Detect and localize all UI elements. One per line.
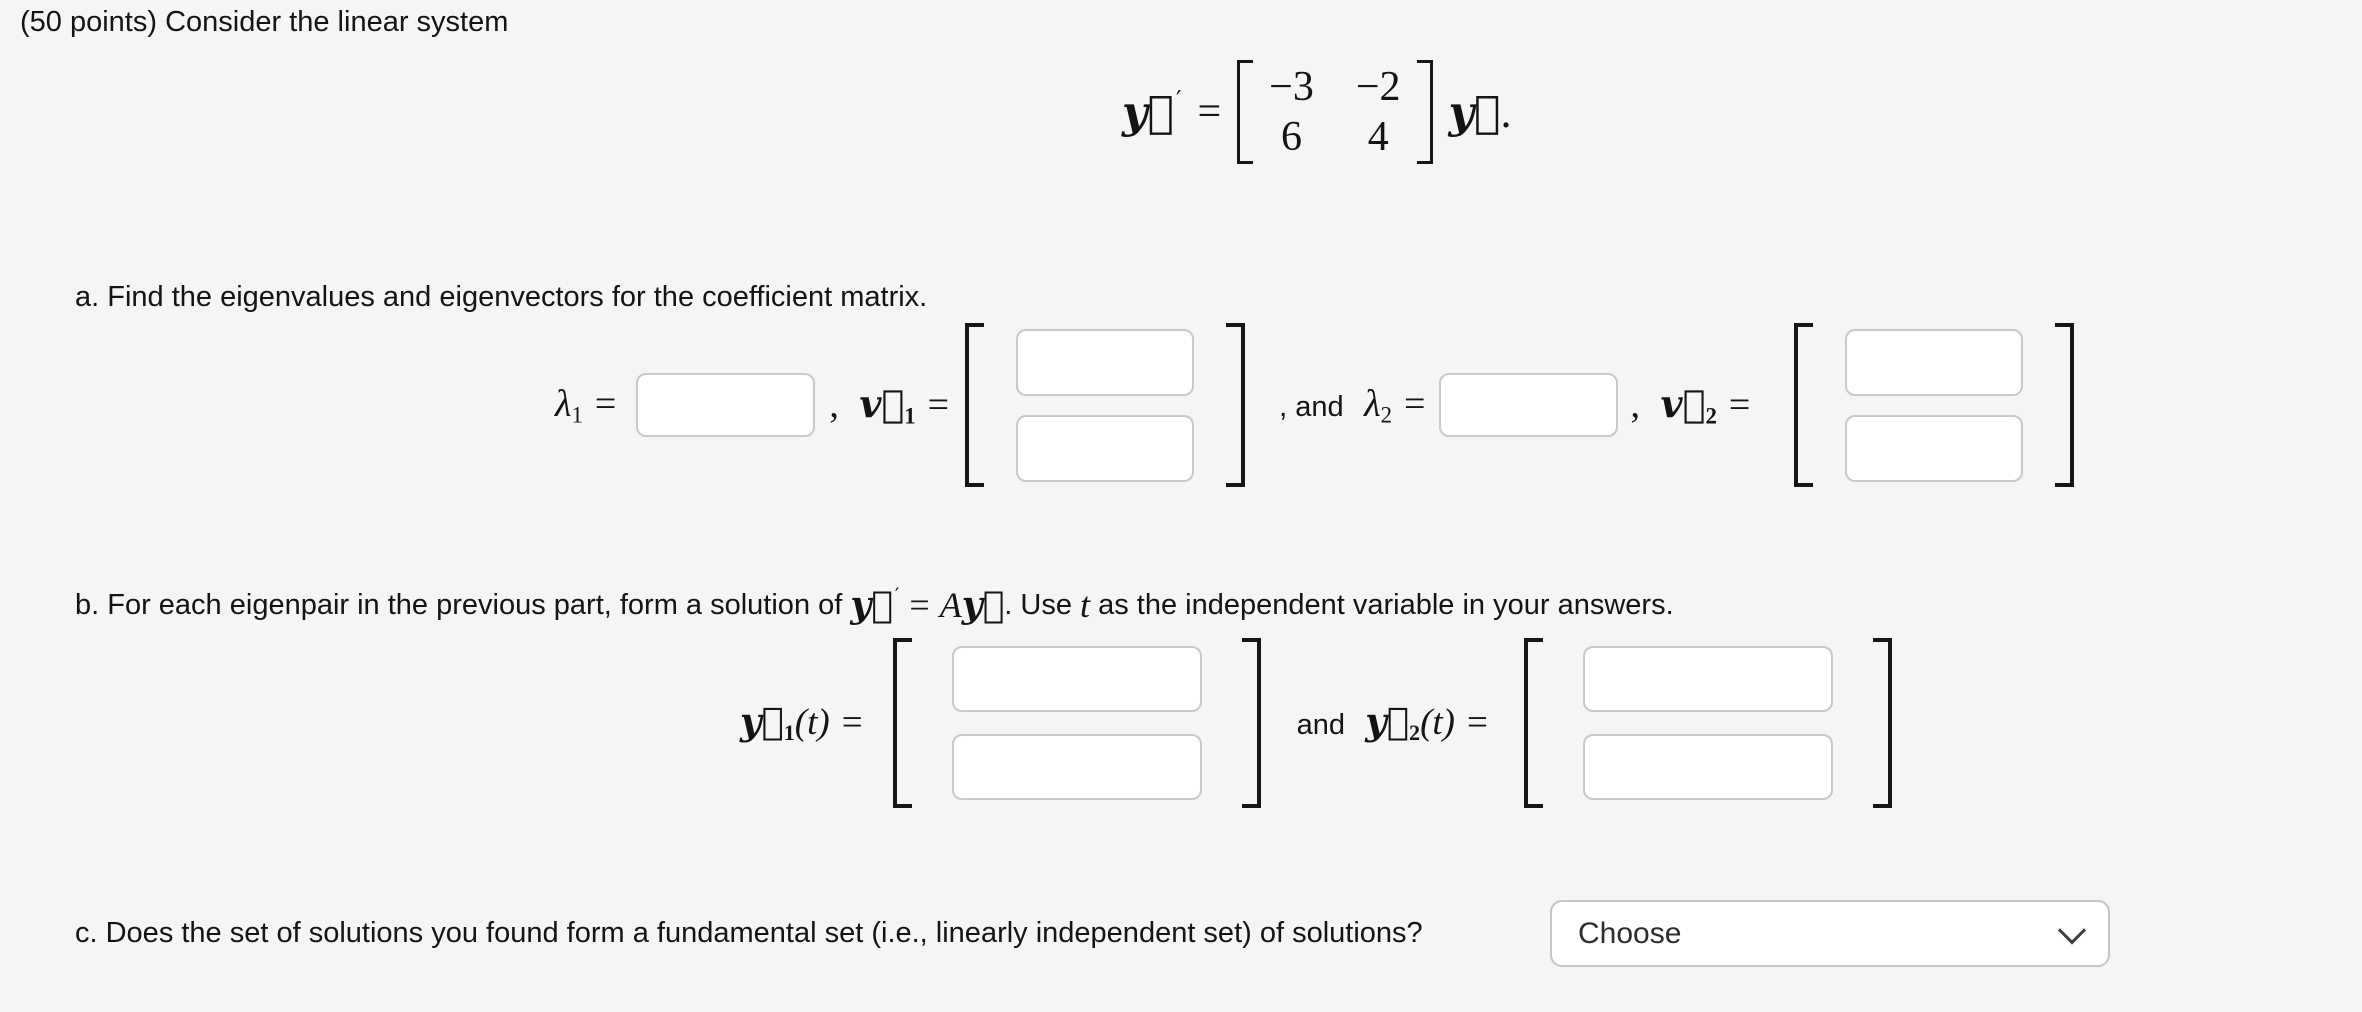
y1-matrix [892,638,1261,808]
matrix-bracket-left [1794,323,1814,487]
lambda2-label: , and λ2= [1279,382,1426,428]
lambda1-input[interactable] [636,373,816,437]
matrix-bracket-right [1416,60,1433,164]
lambda1-label: λ1= [555,382,617,428]
coefficient-matrix-entries: −3 −2 6 4 [1253,60,1416,164]
part-b-answer-row: y⃗1(t)= and y⃗2(t)= [740,638,1892,808]
matrix-bracket-left [892,638,912,808]
v2-component2-input[interactable] [1845,414,2024,482]
matrix-bracket-right [1241,638,1261,808]
dropdown-selected-value: Choose [1578,916,1682,950]
equals-sign: = [1197,89,1222,135]
v1-component2-input[interactable] [1016,414,1195,482]
equation-lhs: y⃗′ [1122,86,1182,138]
matrix-entry-11: −3 [1269,64,1314,110]
y-vector-symbol: y⃗ [1448,86,1501,138]
y1-components [912,638,1242,808]
v1-matrix [965,323,1246,487]
part-c-prompt: c. Does the set of solutions you found f… [75,917,1423,949]
period: . [1500,87,1512,137]
problem-statement: (50 points) Consider the linear system [20,6,509,38]
t-variable: t [1080,585,1091,625]
y2-component2-input[interactable] [1582,734,1833,800]
v1-label: , v⃗1= [829,380,950,429]
system-equation: y⃗′ = −3 −2 6 4 y⃗. [1122,56,1512,168]
part-b-prompt: b. For each eigenpair in the previous pa… [75,584,1674,626]
matrix-entry-22: 4 [1367,114,1389,160]
chevron-down-icon [2057,915,2087,945]
y2-label: and y⃗2(t)= [1296,699,1488,746]
v1-components [984,323,1226,487]
matrix-bracket-left [1237,60,1254,164]
matrix-bracket-right [2055,323,2075,487]
matrix-bracket-left [1523,638,1543,808]
y-vector-symbol: y⃗ [1122,86,1174,138]
matrix-bracket-right [1872,638,1892,808]
y2-components [1543,638,1873,808]
equation-rhs: y⃗. [1449,87,1512,138]
y1-component1-input[interactable] [951,646,1202,712]
matrix-entry-12: −2 [1355,64,1401,110]
matrix-entry-21: 6 [1281,114,1303,160]
y1-component2-input[interactable] [951,734,1202,800]
matrix-bracket-right [1226,323,1246,487]
part-a-prompt: a. Find the eigenvalues and eigenvectors… [75,281,928,313]
y-prime-equation: y⃗′ = Ay⃗ [850,584,1005,626]
lambda2-input[interactable] [1439,373,1619,437]
part-a-answer-row: λ1= , v⃗1= , and λ2= , v⃗2= [555,323,2075,487]
y2-matrix [1523,638,1892,808]
y2-component1-input[interactable] [1582,646,1833,712]
v2-component1-input[interactable] [1845,328,2024,396]
v2-label: , v⃗2= [1630,380,1751,429]
matrix-bracket-left [965,323,985,487]
y1-label: y⃗1(t)= [740,699,863,746]
v2-components [1813,323,2055,487]
v1-component1-input[interactable] [1016,328,1195,396]
prime-symbol: ′ [1175,86,1182,115]
fundamental-set-select[interactable]: Choose [1550,900,2110,967]
v2-matrix [1794,323,2075,487]
coefficient-matrix: −3 −2 6 4 [1237,60,1433,164]
